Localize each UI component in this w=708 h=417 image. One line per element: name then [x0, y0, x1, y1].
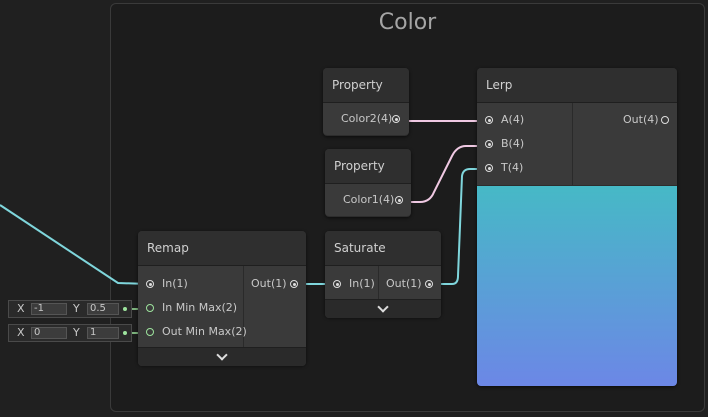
- inline-input-out-min-max[interactable]: X 0 Y 1: [8, 324, 132, 342]
- output-port-out[interactable]: Out(1): [251, 272, 287, 296]
- port-label: B(4): [501, 137, 525, 150]
- port-label: In Min Max(2): [162, 301, 238, 314]
- remap-node[interactable]: Remap In(1) In Min Max(2) Out Min Max(2)…: [138, 231, 306, 366]
- port-connector-icon[interactable]: [146, 280, 154, 288]
- port-label: Color1(4): [343, 193, 395, 206]
- port-label: Out(1): [386, 277, 422, 290]
- inline-input-in-min-max[interactable]: X -1 Y 0.5: [8, 300, 132, 318]
- input-port-out-min-max[interactable]: Out Min Max(2): [162, 320, 247, 344]
- group-title[interactable]: Color: [378, 10, 437, 35]
- node-title[interactable]: Property: [323, 68, 409, 103]
- color-preview: [477, 186, 677, 386]
- port-connector-icon[interactable]: [485, 116, 493, 124]
- node-title[interactable]: Lerp: [477, 68, 677, 103]
- wire-color1-to-lerp-b: [400, 145, 489, 203]
- port-label: Out(4): [623, 113, 659, 126]
- y-label: Y: [73, 326, 80, 339]
- wire-input-to-remap: [0, 204, 149, 285]
- port-connector-icon: [123, 331, 127, 335]
- input-port-a[interactable]: A(4): [501, 108, 524, 132]
- port-label: In(1): [162, 277, 188, 290]
- input-port-in[interactable]: In(1): [349, 272, 375, 296]
- wire-saturate-to-lerp-t: [430, 168, 489, 285]
- node-title[interactable]: Saturate: [325, 231, 441, 266]
- port-connector-icon[interactable]: [146, 328, 154, 336]
- port-label: Out(1): [251, 277, 287, 290]
- output-port-color2[interactable]: Color2(4): [341, 107, 392, 131]
- port-connector-icon[interactable]: [290, 280, 298, 288]
- x-label: X: [17, 302, 25, 315]
- input-port-in[interactable]: In(1): [162, 272, 188, 296]
- output-port-out[interactable]: Out(4): [623, 108, 659, 132]
- port-connector-icon[interactable]: [333, 280, 341, 288]
- port-connector-icon: [123, 307, 127, 311]
- node-body: In(1) Out(1): [325, 266, 441, 318]
- y-label: Y: [73, 302, 80, 315]
- port-divider: [243, 266, 244, 348]
- property-color2-node[interactable]: Property Color2(4): [323, 68, 409, 136]
- output-port-out[interactable]: Out(1): [386, 272, 422, 296]
- y-value-field[interactable]: 1: [87, 327, 119, 339]
- input-port-b[interactable]: B(4): [501, 132, 524, 156]
- port-connector-icon[interactable]: [392, 115, 400, 123]
- x-label: X: [17, 326, 25, 339]
- lerp-node[interactable]: Lerp A(4) B(4) T(4) Out(4): [477, 68, 677, 386]
- node-body: Color1(4): [325, 184, 411, 216]
- output-port-color1[interactable]: Color1(4): [343, 188, 394, 212]
- port-divider: [378, 266, 379, 300]
- port-label: T(4): [501, 161, 524, 174]
- port-connector-icon[interactable]: [485, 164, 493, 172]
- port-label: Color2(4): [341, 112, 393, 125]
- input-port-in-min-max[interactable]: In Min Max(2): [162, 296, 237, 320]
- port-label: In(1): [349, 277, 375, 290]
- port-connector-icon[interactable]: [425, 280, 433, 288]
- node-body: In(1) In Min Max(2) Out Min Max(2) Out(1…: [138, 266, 306, 366]
- port-label: A(4): [501, 113, 525, 126]
- port-connector-icon[interactable]: [485, 140, 493, 148]
- node-title[interactable]: Property: [325, 149, 411, 184]
- x-value-field[interactable]: 0: [31, 327, 67, 339]
- port-connector-icon[interactable]: [661, 116, 669, 124]
- chevron-down-icon: [377, 301, 389, 313]
- expand-button[interactable]: [138, 347, 306, 366]
- port-connector-icon[interactable]: [146, 304, 154, 312]
- input-port-t[interactable]: T(4): [501, 156, 523, 180]
- port-label: Out Min Max(2): [162, 325, 247, 338]
- y-value-field[interactable]: 0.5: [87, 303, 119, 315]
- property-color1-node[interactable]: Property Color1(4): [325, 149, 411, 217]
- expand-button[interactable]: [325, 299, 441, 318]
- port-divider: [572, 103, 573, 185]
- port-connector-icon[interactable]: [395, 196, 403, 204]
- x-value-field[interactable]: -1: [31, 303, 67, 315]
- chevron-down-icon: [216, 349, 228, 361]
- node-body: Color2(4): [323, 103, 409, 135]
- node-body: A(4) B(4) T(4) Out(4): [477, 103, 677, 185]
- node-title[interactable]: Remap: [138, 231, 306, 266]
- saturate-node[interactable]: Saturate In(1) Out(1): [325, 231, 441, 318]
